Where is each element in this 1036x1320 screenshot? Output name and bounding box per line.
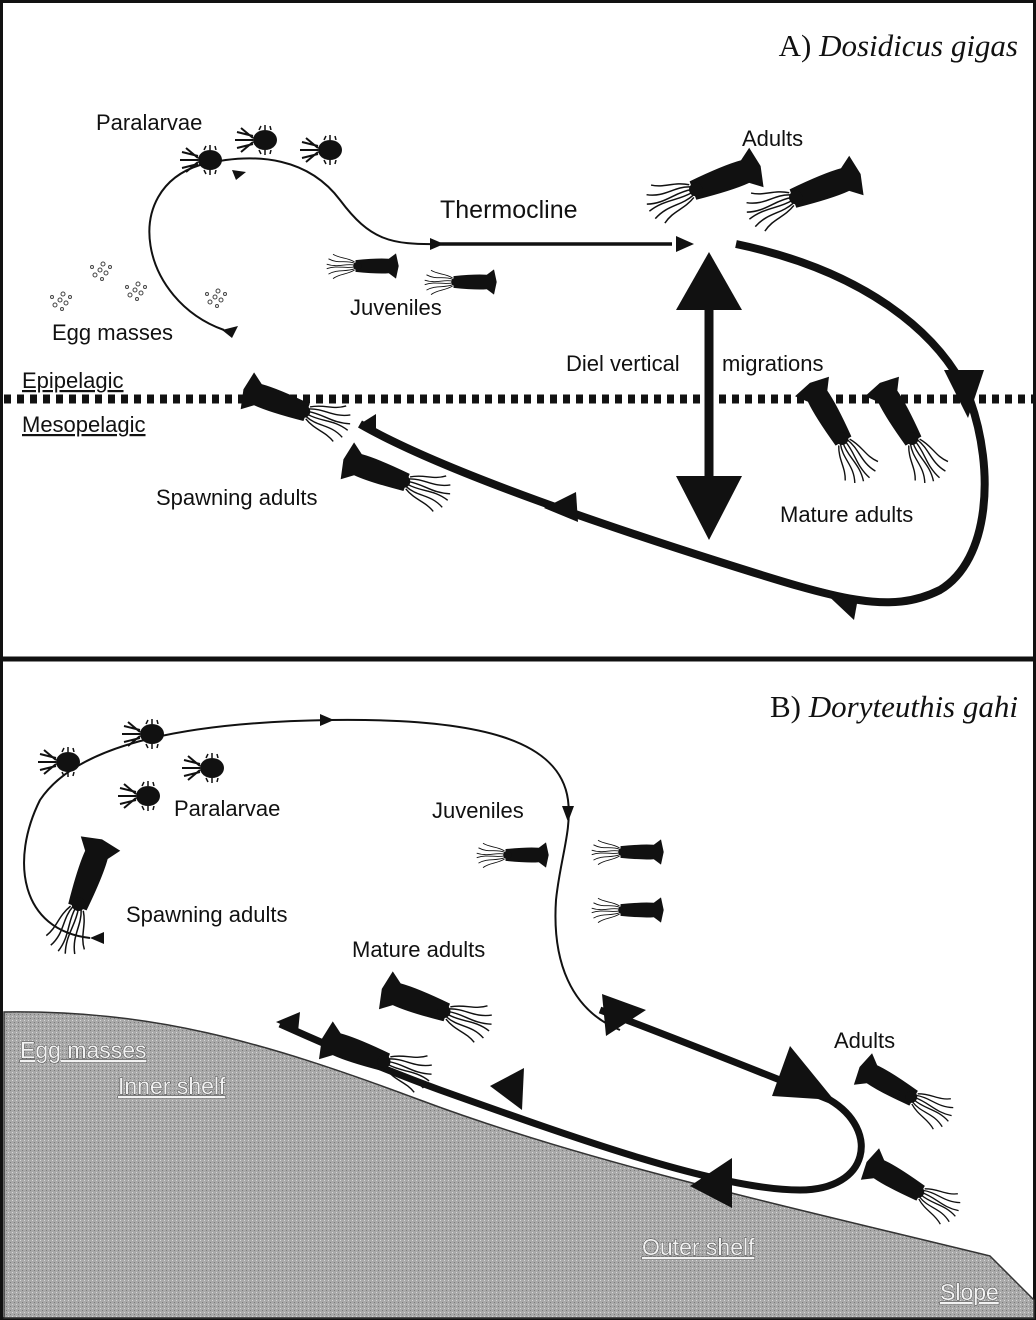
adults-label-b: Adults bbox=[834, 1028, 895, 1053]
migration-arrowhead-2 bbox=[772, 1046, 834, 1100]
paralarvae-label-b: Paralarvae bbox=[174, 796, 280, 821]
epipelagic-label: Epipelagic bbox=[22, 368, 124, 393]
paralarva-icon bbox=[122, 719, 164, 749]
egg-mass-icon bbox=[206, 289, 227, 308]
squid-icon bbox=[850, 1051, 958, 1135]
egg-masses-arrowhead bbox=[222, 326, 238, 338]
squid-icon bbox=[375, 970, 497, 1047]
squid-icon bbox=[592, 897, 664, 922]
spawning-adults-label-a: Spawning adults bbox=[156, 485, 317, 510]
paralarva-icon bbox=[180, 145, 222, 175]
descent-arrowhead-3 bbox=[544, 492, 578, 522]
outer-shelf-label: Outer shelf bbox=[642, 1234, 755, 1260]
inner-shelf-label: Inner shelf bbox=[118, 1073, 226, 1099]
thermocline-label: Thermocline bbox=[440, 196, 578, 224]
migration-arrowhead-1 bbox=[602, 994, 646, 1036]
paralarva-icon bbox=[300, 135, 342, 165]
mature-adults-label-b: Mature adults bbox=[352, 937, 485, 962]
paralarvae-label-a: Paralarvae bbox=[96, 110, 202, 135]
paralarva-icon bbox=[182, 753, 224, 783]
squid-icon bbox=[337, 441, 456, 516]
squid-icon bbox=[327, 253, 399, 278]
paralarva-icon bbox=[118, 781, 160, 811]
slope-label: Slope bbox=[940, 1279, 999, 1305]
diel-migration-arrowhead-up bbox=[676, 252, 742, 310]
diel-migration-label-left: Diel vertical bbox=[566, 351, 680, 376]
panel-a: A) Dosidicus gigas Epipelagic Mesopelagi… bbox=[4, 28, 1036, 620]
loop-arrowhead-1 bbox=[320, 714, 334, 726]
squid-icon bbox=[641, 146, 768, 227]
squid-icon bbox=[863, 373, 953, 490]
panel-a-title: A) Dosidicus gigas bbox=[779, 28, 1018, 63]
egg-mass-icon bbox=[51, 292, 72, 311]
paralarva-icon bbox=[38, 747, 80, 777]
mesopelagic-label: Mesopelagic bbox=[22, 412, 146, 437]
squid-icon bbox=[237, 371, 356, 446]
juveniles-label-a: Juveniles bbox=[350, 295, 442, 320]
egg-mass-icon bbox=[91, 262, 112, 281]
squid-icon bbox=[857, 1146, 965, 1230]
squid-icon bbox=[41, 832, 122, 959]
squid-icon bbox=[425, 269, 497, 294]
loop-arrowhead-3 bbox=[90, 932, 104, 944]
squid-icon bbox=[477, 842, 549, 867]
paralarva-icon bbox=[235, 125, 277, 155]
paralarvae-path-arrowhead bbox=[232, 170, 246, 180]
egg-mass-icon bbox=[126, 282, 147, 301]
thermocline-end-arrowhead bbox=[676, 236, 694, 252]
squid-icon bbox=[793, 373, 883, 490]
diel-migration-arrowhead-down bbox=[676, 476, 742, 540]
egg-masses-label-b: Egg masses bbox=[20, 1037, 147, 1063]
loop-arrowhead-2 bbox=[562, 806, 574, 822]
adults-label-a: Adults bbox=[742, 126, 803, 151]
spawning-adults-label-b: Spawning adults bbox=[126, 902, 287, 927]
thermocline-arrowhead bbox=[430, 238, 444, 250]
mature-adults-label-a: Mature adults bbox=[780, 502, 913, 527]
diel-migration-label-right: migrations bbox=[722, 351, 823, 376]
panel-b-title: B) Doryteuthis gahi bbox=[770, 689, 1018, 724]
migration-arrowhead-4 bbox=[490, 1068, 524, 1110]
juveniles-label-b: Juveniles bbox=[432, 798, 524, 823]
descent-arrowhead-1 bbox=[944, 370, 984, 418]
squid-icon bbox=[592, 839, 664, 864]
egg-masses-label-a: Egg masses bbox=[52, 320, 173, 345]
paralarvae-loop-arrow bbox=[24, 720, 620, 1030]
panel-b: B) Doryteuthis gahi Egg masses Inner she… bbox=[4, 689, 1034, 1318]
